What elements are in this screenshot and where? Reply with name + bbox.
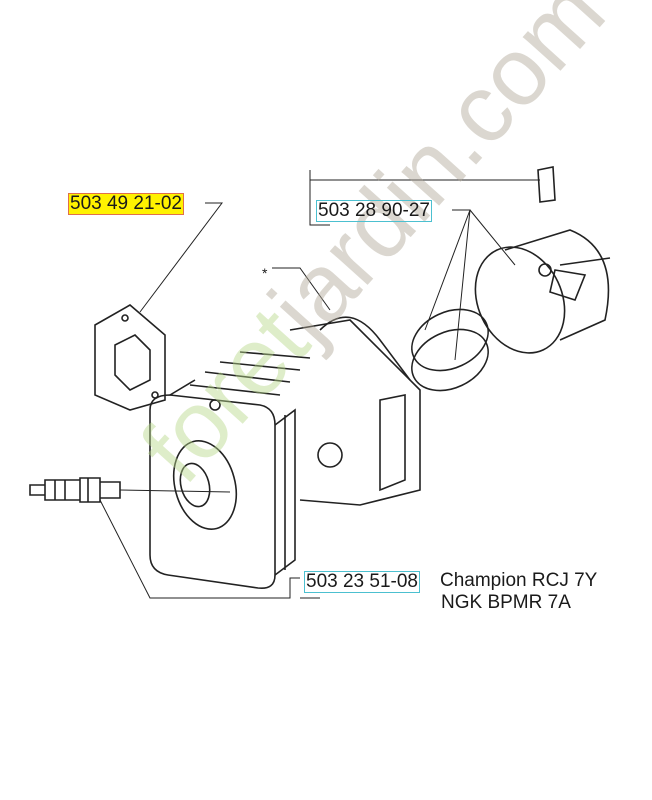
gasket-part [94, 304, 166, 411]
spark-plug-part-number[interactable]: 503 23 51-08 [304, 571, 420, 593]
spark-plug-ngk-label: NGK BPMR 7A [441, 592, 571, 613]
spark-plug-champion-label: Champion RCJ 7Y [440, 570, 598, 591]
spark-plug-part [29, 477, 121, 503]
piston-part [474, 166, 611, 354]
piston-rings-part [411, 308, 489, 392]
leader-lines [99, 170, 540, 599]
gasket-part-number[interactable]: 503 49 21-02 [68, 193, 184, 215]
cylinder-marker: * [262, 265, 268, 281]
cylinder-part [149, 316, 421, 590]
piston-rings-part-number[interactable]: 503 28 90-27 [316, 200, 432, 222]
